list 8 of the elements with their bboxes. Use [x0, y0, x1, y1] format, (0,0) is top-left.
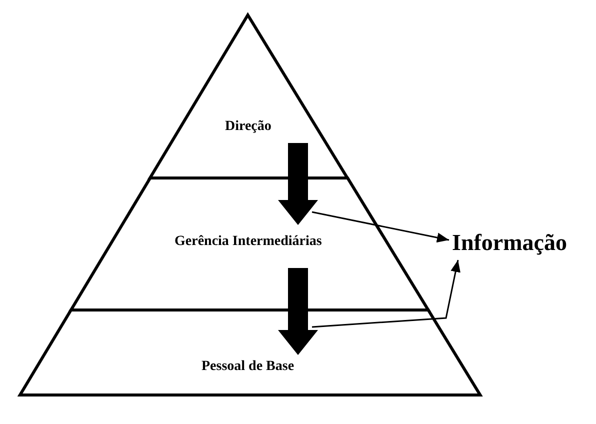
block-arrow: [278, 143, 318, 225]
level-label: Gerência Intermediárias: [174, 234, 322, 250]
block-arrow: [278, 268, 318, 355]
node-label: Informação: [452, 230, 567, 256]
level-label: Direção: [224, 119, 272, 135]
arrow: [312, 260, 460, 328]
level-label: Pessoal de Base: [202, 359, 294, 375]
arrow: [312, 211, 450, 242]
